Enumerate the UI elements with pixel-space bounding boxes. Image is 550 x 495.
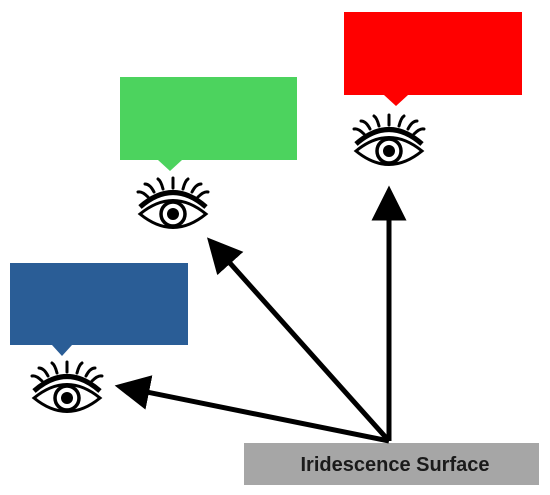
eye-icon: [138, 178, 208, 228]
red-color-box: [344, 12, 522, 106]
green-color-box: [120, 77, 297, 171]
arrow-to-blue-eye: [114, 375, 390, 444]
eye-icon: [32, 362, 102, 412]
arrow-to-green-eye: [207, 237, 391, 443]
iridescence-surface: [244, 443, 539, 485]
eye-icon: [354, 115, 424, 165]
surface-label: Iridescence Surface: [301, 454, 490, 476]
blue-color-box: [10, 263, 188, 356]
